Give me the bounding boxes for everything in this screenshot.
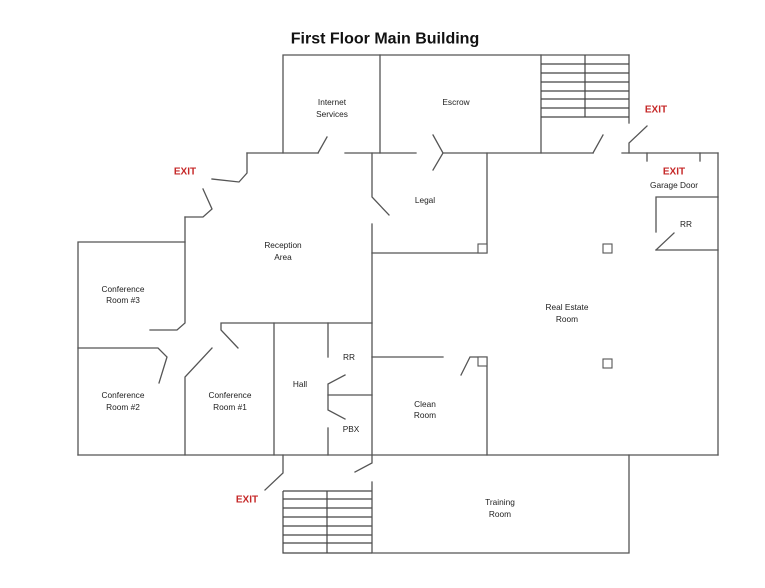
room-label-conference-2: Conference: [102, 390, 145, 400]
column: [477, 243, 488, 254]
room-label-restroom-center: RR: [343, 352, 355, 362]
room-label-conference-3-2: Room #3: [106, 295, 140, 305]
door-internet-services: [317, 136, 328, 154]
room-label-real-estate-2: Room: [556, 314, 578, 324]
room-label-legal: Legal: [415, 195, 435, 205]
exit-label-top-right: EXIT: [645, 105, 667, 116]
room-label-clean-room-2: Room: [414, 410, 436, 420]
exit-label-bottom: EXIT: [236, 495, 258, 506]
clean-room-walls: [371, 356, 488, 456]
conference-room-walls: [77, 216, 373, 456]
hall-walls: [273, 322, 373, 456]
room-label-conference-1: Conference: [209, 390, 252, 400]
legal-walls: [354, 152, 488, 473]
top-row-walls: [282, 54, 630, 154]
column: [477, 356, 488, 367]
exit-label-left: EXIT: [174, 167, 196, 178]
door-exit-top-right: [628, 125, 648, 154]
left-exit-walls: [184, 152, 248, 218]
room-label-training: Training: [485, 497, 515, 507]
corridor-wall-north: [246, 125, 719, 171]
column: [602, 243, 613, 254]
room-label-hall: Hall: [293, 379, 307, 389]
door-stairs: [592, 134, 604, 154]
garage-door-label: Garage Door: [650, 180, 698, 190]
staircase-bottom: [282, 490, 372, 554]
room-label-clean-room: Clean: [414, 399, 436, 409]
room-label-internet-services: Internet: [318, 97, 347, 107]
room-label-pbx: PBX: [343, 424, 360, 434]
room-label-internet-services-2: Services: [316, 109, 348, 119]
training-room-walls: [371, 454, 630, 554]
restroom-right-walls: [655, 196, 719, 251]
page-title: First Floor Main Building: [291, 31, 479, 48]
room-label-escrow: Escrow: [442, 97, 470, 107]
column: [602, 358, 613, 369]
room-label-training-2: Room: [489, 509, 511, 519]
door-exit-bottom: [264, 454, 284, 491]
door-escrow: [432, 134, 444, 171]
room-label-conference-3: Conference: [102, 284, 145, 294]
room-label-reception: Reception: [264, 240, 302, 250]
staircase-top: [541, 55, 629, 118]
exit-label-garage: EXIT: [663, 167, 685, 178]
room-label-conference-2-2: Room #2: [106, 402, 140, 412]
room-label-conference-1-2: Room #1: [213, 402, 247, 412]
room-label-real-estate: Real Estate: [546, 302, 589, 312]
room-label-restroom-right: RR: [680, 219, 692, 229]
room-label-reception-2: Area: [274, 252, 292, 262]
